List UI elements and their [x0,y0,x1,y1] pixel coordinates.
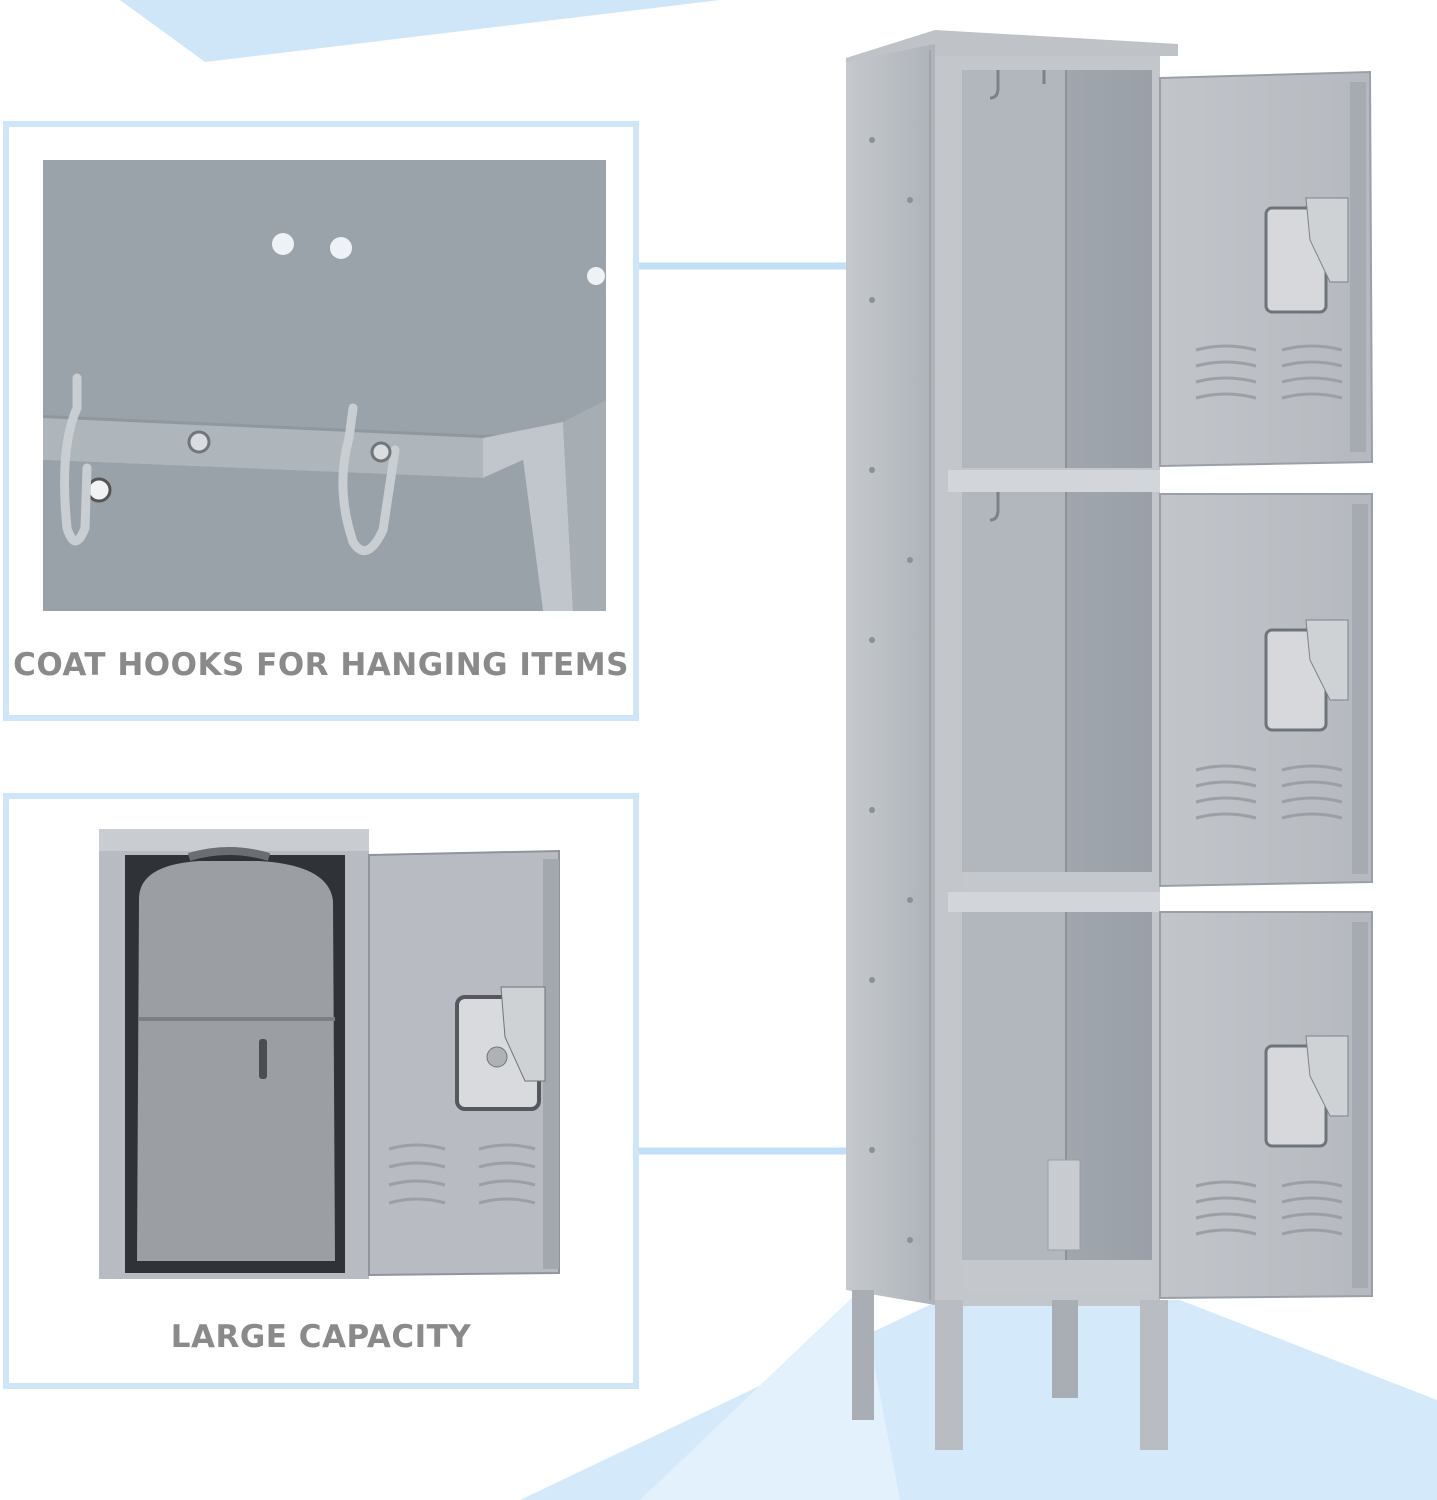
large-capacity-photo [99,829,585,1289]
door-top [1159,70,1374,468]
locker-side-panel [846,44,935,1305]
backpack-icon [137,861,335,1261]
door-bottom [1159,911,1373,1300]
leg-front-right [1140,1300,1168,1450]
shelf-1 [948,470,1160,492]
leg-back-left [852,1290,874,1420]
locker-top [846,30,1178,70]
shelf-2 [948,892,1160,912]
large-capacity-panel: LARGE CAPACITY [3,793,639,1389]
coat-hooks-photo [43,160,606,611]
door-middle [1159,493,1373,888]
leg-back-right [1052,1300,1078,1398]
hook-left-icon [60,373,92,546]
large-capacity-caption: LARGE CAPACITY [170,1319,472,1355]
coat-hooks-panel: COAT HOOKS FOR HANGING ITEMS [3,121,639,721]
hook-right-icon [338,403,400,556]
leg-front-left [935,1300,963,1450]
coat-hooks-caption: COAT HOOKS FOR HANGING ITEMS [13,647,629,683]
